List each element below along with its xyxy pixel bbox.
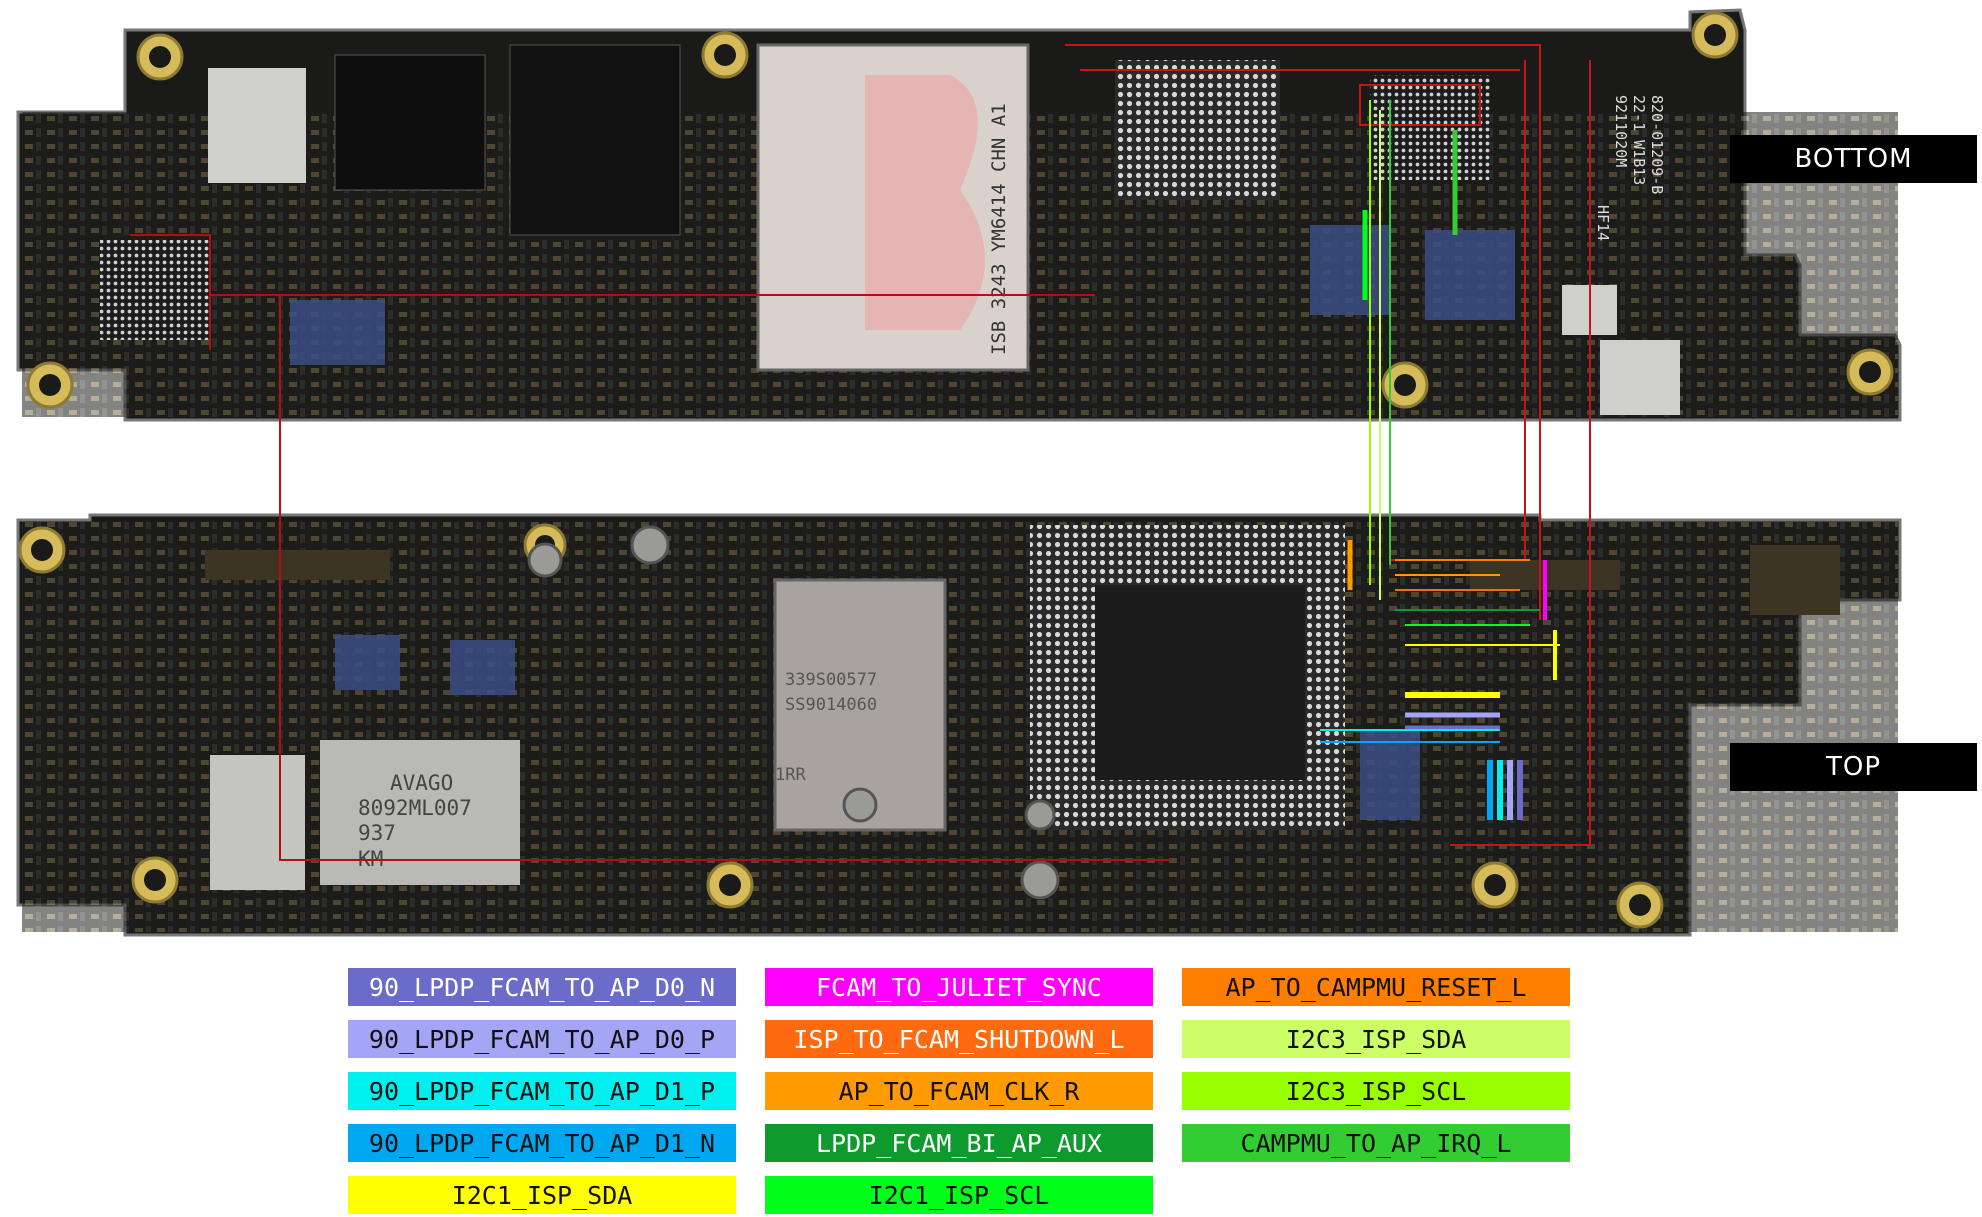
legend-item: 90_LPDP_FCAM_TO_AP_D1_N [348,1124,736,1162]
legend-item: LPDP_FCAM_BI_AP_AUX [765,1124,1153,1162]
nand-marking: ISB 3243 YM6414 CHN A1 [988,103,1010,355]
avago-marking-3: 937 [358,821,396,845]
legend-item: 90_LPDP_FCAM_TO_AP_D0_N [348,968,736,1006]
top-board: 339S00577 SS9014060 1RR AVAGO 8092ML007 … [16,513,1902,937]
board-id-2: 22-1 W1B13 [1630,95,1648,185]
cpu-marking-1: 339S00577 [785,670,877,690]
trace-overlay [130,44,1591,861]
board-id-1: 820-01209-B [1648,95,1666,194]
legend-item: ISP_TO_FCAM_SHUTDOWN_L [765,1020,1153,1058]
cpu-marking-3: 1RR [775,765,806,785]
top-view-label: TOP [1730,743,1977,791]
legend-item: AP_TO_CAMPMU_RESET_L [1182,968,1570,1006]
cpu-marking-2: SS9014060 [785,695,877,715]
legend-item: I2C3_ISP_SDA [1182,1020,1570,1058]
pmic-chip [208,68,306,183]
bottom-view-label: BOTTOM [1730,135,1977,183]
legend-item: FCAM_TO_JULIET_SYNC [765,968,1153,1006]
avago-marking-1: AVAGO [390,771,453,795]
legend-item: CAMPMU_TO_AP_IRQ_L [1182,1124,1570,1162]
legend-item: I2C1_ISP_SCL [765,1176,1153,1214]
legend-item: 90_LPDP_FCAM_TO_AP_D1_P [348,1072,736,1110]
legend-item: AP_TO_FCAM_CLK_R [765,1072,1153,1110]
legend-item: 90_LPDP_FCAM_TO_AP_D0_P [348,1020,736,1058]
legend-item: I2C3_ISP_SCL [1182,1072,1570,1110]
avago-marking-2: 8092ML007 [358,796,472,820]
board-id-3: 9211020M [1612,95,1630,167]
board-id-4: HF14 [1594,205,1612,241]
bottom-board: ISB 3243 YM6414 CHN A1 820-01209-B 22-1 … [16,8,1902,422]
legend-item: I2C1_ISP_SDA [348,1176,736,1214]
